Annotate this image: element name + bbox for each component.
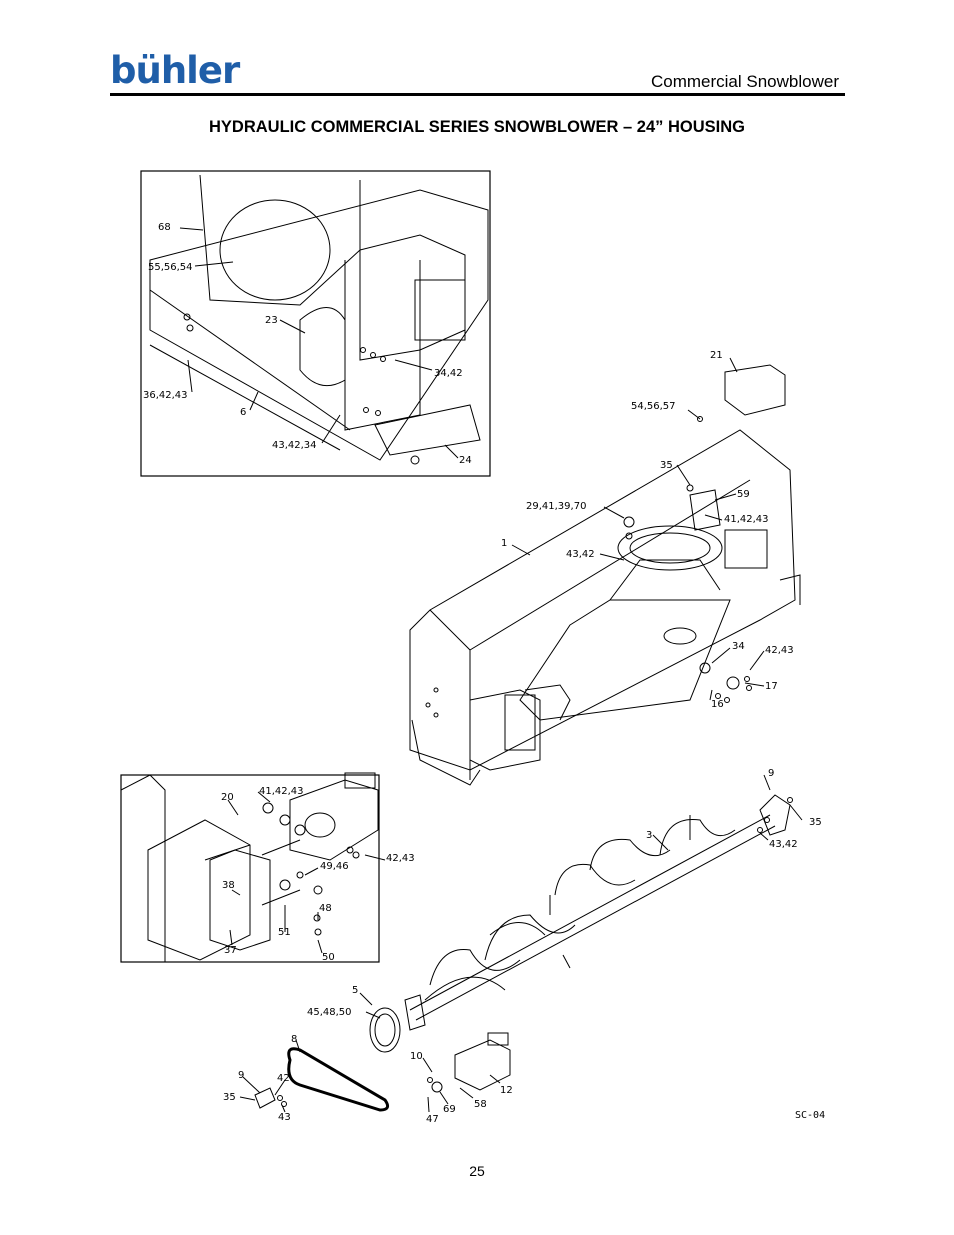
callout-label: 41,42,43 — [724, 514, 769, 525]
callout-label: 5 — [352, 985, 358, 996]
callout-label: 51 — [278, 927, 291, 938]
callout-label: 35 — [660, 460, 673, 471]
buhler-logo: bühler — [110, 49, 240, 92]
callout-label: 42,43 — [386, 853, 415, 864]
callout-label: 68 — [158, 222, 171, 233]
callout-label: 54,56,57 — [631, 401, 676, 412]
callout-label: 36,42,43 — [143, 390, 188, 401]
callout-label: 35 — [809, 817, 822, 828]
callout-label: 42,43 — [765, 645, 794, 656]
auger-drive-assembly: 9 35 3 43,42 5 45,48,50 8 10 12 9 42 35 … — [223, 768, 822, 1125]
callout-label: 45,48,50 — [307, 1007, 352, 1018]
callout-label: 69 — [443, 1104, 456, 1115]
callout-label: 9 — [238, 1070, 244, 1081]
document-title: Commercial Snowblower — [650, 72, 839, 91]
callout-label: 16 — [711, 699, 724, 710]
inset-top-frame — [140, 170, 491, 477]
callout-label: 1 — [501, 538, 507, 549]
page-number: 25 — [469, 1163, 485, 1179]
callout-label: 42 — [277, 1073, 290, 1084]
page-heading: HYDRAULIC COMMERCIAL SERIES SNOWBLOWER –… — [209, 118, 745, 136]
inset-bottom-frame — [120, 774, 380, 963]
callout-label: 23 — [265, 315, 278, 326]
callout-label: 34 — [732, 641, 745, 652]
callout-label: 59 — [737, 489, 750, 500]
callout-label: 37 — [224, 945, 237, 956]
callout-label: 50 — [322, 952, 335, 963]
callout-label: 3 — [646, 830, 652, 841]
callout-label: 21 — [710, 350, 723, 361]
callout-label: 58 — [474, 1099, 487, 1110]
callout-label: 43,42 — [566, 549, 595, 560]
callout-label: 43 — [278, 1112, 291, 1123]
callout-label: 49,46 — [320, 861, 349, 872]
callout-label: 43,42 — [769, 839, 798, 850]
callout-label: 34,42 — [434, 368, 463, 379]
housing-assembly: 21 54,56,57 35 59 29,41,39,70 41,42,43 1… — [409, 350, 801, 786]
callout-label: 38 — [222, 880, 235, 891]
callout-label: 6 — [240, 407, 246, 418]
callout-label: 12 — [500, 1085, 513, 1096]
callout-label: 41,42,43 — [259, 786, 304, 797]
callout-label: 9 — [768, 768, 774, 779]
callout-label: 29,41,39,70 — [526, 501, 586, 512]
callout-label: 35 — [223, 1092, 236, 1103]
callout-label: 55,56,54 — [148, 262, 193, 273]
drawing-code: SC-04 — [795, 1110, 826, 1121]
inset-top: 68 55,56,54 23 34,42 36,42,43 6 43,42,34… — [140, 170, 491, 477]
inset-bottom: 20 41,42,43 42,43 49,46 38 48 51 37 50 — [120, 772, 415, 963]
callout-label: 10 — [410, 1051, 423, 1062]
callout-label: 48 — [319, 903, 332, 914]
callout-label: 24 — [459, 455, 472, 466]
header-rule — [110, 93, 845, 96]
callout-label: 47 — [426, 1114, 439, 1125]
callout-label: 8 — [291, 1034, 297, 1045]
callout-label: 20 — [221, 792, 234, 803]
callout-label: 17 — [765, 681, 778, 692]
callout-label: 43,42,34 — [272, 440, 317, 451]
